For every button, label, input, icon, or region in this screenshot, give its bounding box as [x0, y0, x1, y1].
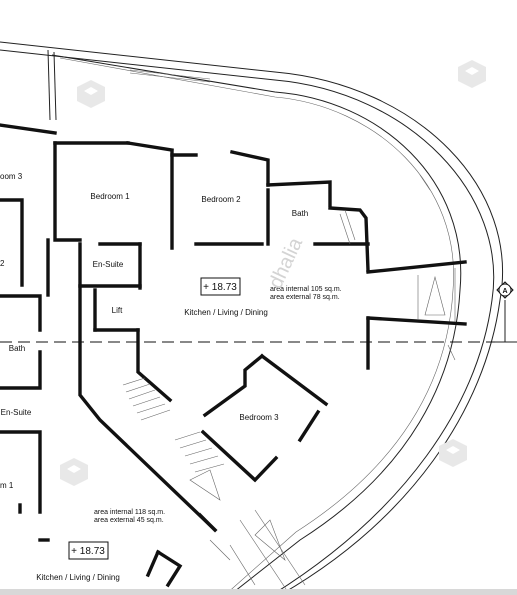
level-box-upper: + 18.73 — [200, 277, 241, 296]
balcony-triangle — [417, 268, 456, 322]
outer-outline — [0, 41, 504, 595]
room-en-suite-left: En-Suite — [1, 408, 32, 417]
watermark-text: dhalia — [265, 234, 308, 292]
room-lift: Lift — [112, 306, 123, 315]
area-lower-external: area external 45 sq.m. — [94, 517, 164, 524]
room-kitchen-upper: Kitchen / Living / Dining — [184, 308, 268, 317]
room-en-suite-upper: En-Suite — [93, 260, 124, 269]
area-upper-internal: area internal 105 sq.m. — [270, 286, 342, 293]
area-upper-external: area external 78 sq.m. — [270, 294, 340, 301]
upper-apartment-walls — [0, 123, 467, 533]
section-line: A — [0, 281, 517, 343]
level-upper: + 18.73 — [203, 282, 237, 293]
room-bedroom-3: Bedroom 3 — [239, 413, 279, 422]
level-box-lower: + 18.73 — [68, 541, 109, 560]
room-bath-upper: Bath — [292, 209, 308, 218]
bottom-scroll-strip — [0, 589, 517, 595]
stair-hatch — [122, 209, 356, 595]
left-apartment-walls — [0, 198, 183, 588]
area-lower-internal: area internal 118 sq.m. — [94, 509, 165, 516]
section-marker: A — [502, 288, 507, 295]
room-bedroom-2: Bedroom 2 — [201, 195, 241, 204]
room-bedroom-1: Bedroom 1 — [90, 192, 130, 201]
room-partial-3: oom 3 — [0, 172, 23, 181]
level-lower: + 18.73 — [71, 546, 105, 557]
dhalia-logo-icon — [60, 60, 486, 486]
room-bath-left: Bath — [9, 344, 25, 353]
room-partial-1: m 1 — [0, 481, 14, 490]
room-kitchen-lower: Kitchen / Living / Dining — [36, 573, 120, 582]
room-partial-2: 2 — [0, 259, 5, 268]
